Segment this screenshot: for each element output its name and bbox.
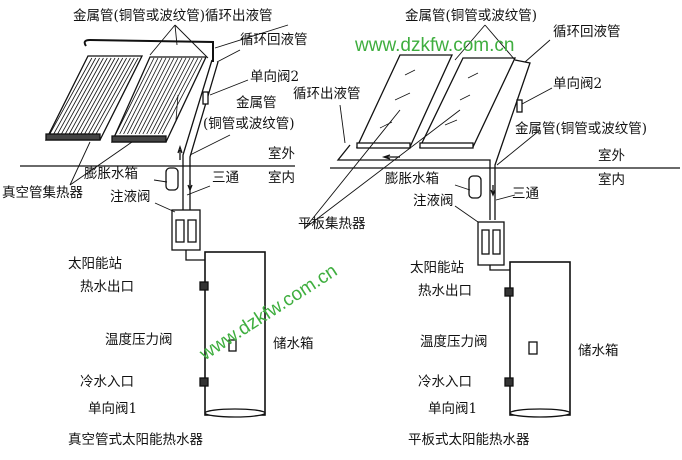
vacuum-tube [134,57,175,135]
label-hot-outlet: 热水出口 [80,279,134,295]
vacuum-tube [146,57,187,135]
vacuum-tube [91,57,135,135]
label-return-pipe-right: 循环回液管 [553,24,621,40]
label-tp-valve: 温度压力阀 [105,332,173,348]
label-cold-inlet-right: 冷水入口 [418,374,472,390]
label-check-valve-1-right: 单向阀1 [428,401,478,417]
label-check-valve-2-right: 单向阀2 [553,76,603,92]
label-storage-tank: 储水箱 [273,336,314,352]
vacuum-tube [80,57,124,135]
left-leader-lines [69,24,289,213]
vacuum-tube [154,57,195,135]
vacuum-tube [142,57,183,135]
label-solar-station: 太阳能站 [68,256,122,272]
label-outdoor-right: 室外 [598,148,625,164]
vacuum-tube [150,57,191,135]
vacuum-tube [127,57,167,135]
label-tee: 三通 [212,170,239,186]
label-metal-pipe-right: 金属管(铜管或波纹管) [515,121,648,137]
caption-vacuum-tube: 真空管式太阳能热水器 [68,432,203,448]
watermark-top: www.dzkfw.com.cn [355,35,515,56]
label-metal-pipe-note: (铜管或波纹管) [203,116,295,132]
label-cold-inlet: 冷水入口 [80,374,134,390]
right-leader-lines [304,24,553,229]
left-pipes [20,59,295,418]
vacuum-tube-collectors [44,38,214,143]
label-metal-pipe: 金属管 [236,95,277,111]
label-fill-valve-right: 注液阀 [413,193,454,209]
flat-plate-collectors [330,54,680,418]
vacuum-tube [95,57,139,135]
vacuum-tube [57,57,100,135]
label-collector: 真空管集热器 [2,185,83,201]
label-expansion-tank-right: 膨胀水箱 [385,171,439,187]
label-tp-valve-right: 温度压力阀 [420,334,488,350]
vacuum-tube [76,57,120,135]
label-hot-outlet-right: 热水出口 [418,283,472,299]
label-check-valve-2: 单向阀2 [250,69,300,85]
vacuum-tube [138,57,179,135]
label-expansion-tank: 膨胀水箱 [84,166,138,182]
label-metal-pipe-top: 金属管(铜管或波纹管) [405,8,538,24]
label-solar-station-right: 太阳能站 [410,260,464,276]
label-outdoor: 室外 [268,146,295,162]
vacuum-tube [72,57,116,135]
label-collector-right: 平板集热器 [298,216,366,232]
label-check-valve-1: 单向阀1 [88,401,138,417]
vacuum-tube [64,57,108,135]
vacuum-tube [53,57,97,135]
vacuum-tube [130,57,171,135]
vacuum-tube [119,57,159,135]
vacuum-tube [161,57,203,135]
label-fill-valve: 注液阀 [110,189,151,205]
label-return-pipe: 循环回液管 [240,32,308,48]
label-outlet-pipe-right: 循环出液管 [293,86,361,102]
vacuum-tube [84,57,127,135]
vacuum-tube [115,57,155,135]
caption-flat-plate: 平板式太阳能热水器 [408,432,530,448]
vacuum-tube [88,57,131,135]
label-metal-pipe-outlet: 金属管(铜管或波纹管)循环出液管 [73,8,273,24]
vacuum-tube [68,57,112,135]
vacuum-tube [61,57,104,135]
label-tee-right: 三通 [512,186,539,202]
label-storage-tank-right: 储水箱 [578,343,619,359]
label-indoor: 室内 [268,170,295,186]
label-indoor-right: 室内 [598,172,625,188]
vacuum-tube [49,57,93,135]
vacuum-tube [123,57,163,135]
